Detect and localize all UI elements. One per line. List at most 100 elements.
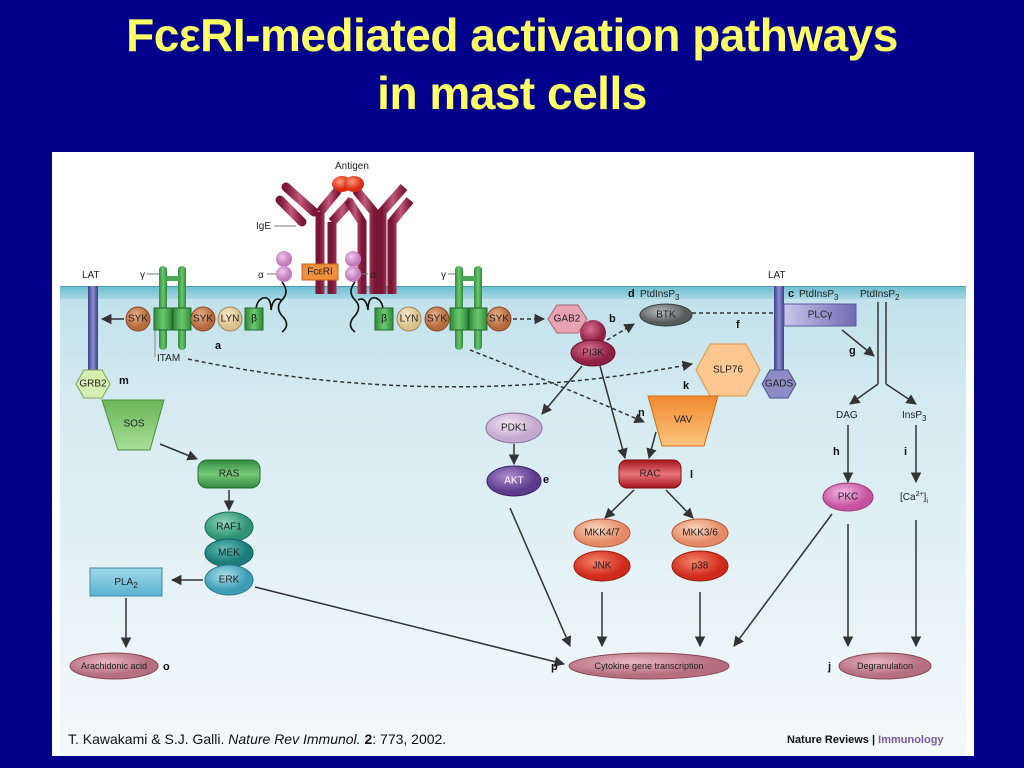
fceri-alpha-chain-left	[255, 251, 292, 333]
pkc-node[interactable]: PKC	[822, 482, 874, 512]
step-j: j	[827, 661, 831, 673]
svg-text:LYN: LYN	[400, 314, 419, 325]
p38-node[interactable]: p38	[671, 550, 729, 582]
lat-label-left: LAT	[82, 270, 100, 281]
slide-title-line2: in mast cells	[377, 67, 647, 119]
svg-text:ERK: ERK	[219, 575, 240, 586]
svg-text:RAS: RAS	[219, 469, 240, 480]
gamma-label-left: γ	[140, 270, 145, 281]
step-m: m	[119, 375, 129, 387]
svg-text:β: β	[251, 314, 257, 325]
svg-text:RAF1: RAF1	[216, 522, 242, 533]
publisher-brand: Nature Reviews | Immunology	[787, 734, 944, 746]
slp76-node[interactable]: SLP76	[695, 343, 761, 397]
brand-separator: |	[868, 734, 879, 746]
svg-text:GRB2: GRB2	[79, 379, 107, 390]
lyn-node[interactable]: LYN	[217, 306, 243, 332]
gab2-node[interactable]: GAB2	[547, 304, 588, 334]
beta-chain-right: β	[374, 307, 394, 331]
svg-text:SYK: SYK	[427, 314, 447, 325]
slide-title-line1: FcεRI-mediated activation pathways	[126, 9, 898, 61]
svg-text:AKT: AKT	[504, 476, 523, 487]
syk-node[interactable]: SYK	[190, 306, 216, 332]
gamma-chain-left	[153, 266, 192, 350]
step-g: g	[849, 345, 856, 357]
pi3k-node[interactable]: PI3K	[570, 339, 616, 367]
syk-node[interactable]: SYK	[424, 306, 450, 332]
sos-node[interactable]: SOS	[101, 399, 165, 451]
dag-label: DAG	[836, 410, 858, 421]
insp3-label: InsP3	[902, 410, 927, 423]
fceri-label: FcεRI	[307, 267, 333, 278]
itam-label: ITAM	[157, 353, 180, 364]
slide-title: FcεRI-mediated activation pathways in ma…	[0, 6, 1024, 122]
arachidonic-acid-node[interactable]: Arachidonic acid	[69, 652, 159, 680]
mkk36-node[interactable]: MKK3/6	[671, 518, 729, 548]
citation-pages-year: : 773, 2002.	[372, 731, 447, 747]
svg-text:PI3K: PI3K	[582, 348, 604, 359]
svg-text:SYK: SYK	[193, 314, 213, 325]
svg-text:SYK: SYK	[489, 314, 509, 325]
ige-antibody-right	[344, 184, 414, 294]
svg-text:BTK: BTK	[656, 310, 676, 321]
svg-text:Cytokine gene transcription: Cytokine gene transcription	[594, 661, 703, 671]
grb2-node[interactable]: GRB2	[75, 369, 111, 399]
plcg-node[interactable]: PLCγ	[783, 303, 857, 327]
antigen-label: Antigen	[335, 161, 369, 172]
btk-node[interactable]: BTK	[639, 303, 693, 327]
calcium-label: [Ca2+]i	[900, 491, 928, 505]
pdk1-node[interactable]: PDK1	[485, 412, 543, 444]
fceri-label-box	[301, 263, 339, 281]
step-f: f	[736, 319, 740, 331]
ptdinsp3-label-plc: PtdInsP3	[799, 289, 839, 302]
lat-right	[774, 286, 784, 386]
rac-node[interactable]: RAC	[618, 459, 682, 489]
mkk47-node[interactable]: MKK4/7	[573, 518, 631, 548]
svg-text:MKK4/7: MKK4/7	[584, 528, 620, 539]
ige-label: IgE	[256, 221, 271, 232]
step-e: e	[543, 474, 549, 486]
gads-node[interactable]: GADS	[761, 369, 797, 399]
svg-text:LYN: LYN	[221, 314, 240, 325]
vav-node[interactable]: VAV	[647, 395, 719, 447]
citation-authors: T. Kawakami & S.J. Galli.	[68, 731, 225, 747]
step-b: b	[609, 313, 616, 325]
svg-text:VAV: VAV	[674, 415, 693, 426]
syk-node[interactable]: SYK	[125, 306, 151, 332]
svg-text:PLCγ: PLCγ	[808, 310, 832, 321]
svg-text:GADS: GADS	[765, 379, 794, 390]
step-c: c	[788, 288, 794, 300]
fceri-alpha-chain-right	[345, 251, 384, 333]
svg-text:MEK: MEK	[218, 548, 240, 559]
syk-node[interactable]: SYK	[486, 306, 512, 332]
antigen	[332, 176, 364, 192]
svg-text:RAC: RAC	[639, 469, 660, 480]
svg-text:SYK: SYK	[128, 314, 148, 325]
pathway-diagram: Antigen IgE α α FcεRI LAT γ	[69, 161, 932, 680]
alpha-label-left: α	[258, 270, 264, 281]
degranulation-node[interactable]: Degranulation	[838, 652, 932, 680]
citation-volume: 2	[364, 731, 373, 747]
ras-node[interactable]: RAS	[197, 459, 261, 489]
step-h: h	[833, 446, 840, 458]
erk-node[interactable]: ERK	[204, 564, 254, 596]
jnk-node[interactable]: JNK	[573, 550, 631, 582]
svg-text:β: β	[381, 314, 387, 325]
step-d: d	[628, 288, 635, 300]
mek-node[interactable]: MEK	[204, 538, 254, 568]
svg-text:GAB2: GAB2	[554, 314, 581, 325]
pla2-node[interactable]: PLA2	[89, 567, 163, 597]
beta-chain-left: β	[244, 307, 264, 331]
step-k: k	[683, 380, 690, 392]
svg-text:SOS: SOS	[123, 419, 144, 430]
alpha-label-right: α	[370, 270, 376, 281]
cytokine-transcription-node[interactable]: Cytokine gene transcription	[568, 652, 730, 680]
lyn-node[interactable]: LYN	[396, 306, 422, 332]
step-n: n	[638, 407, 645, 419]
svg-text:SLP76: SLP76	[713, 365, 743, 376]
svg-text:PDK1: PDK1	[501, 423, 528, 434]
brand-section: Immunology	[878, 734, 944, 746]
akt-node[interactable]: AKT	[486, 465, 542, 497]
raf1-node[interactable]: RAF1	[204, 511, 254, 543]
lat-label-right: LAT	[768, 270, 786, 281]
